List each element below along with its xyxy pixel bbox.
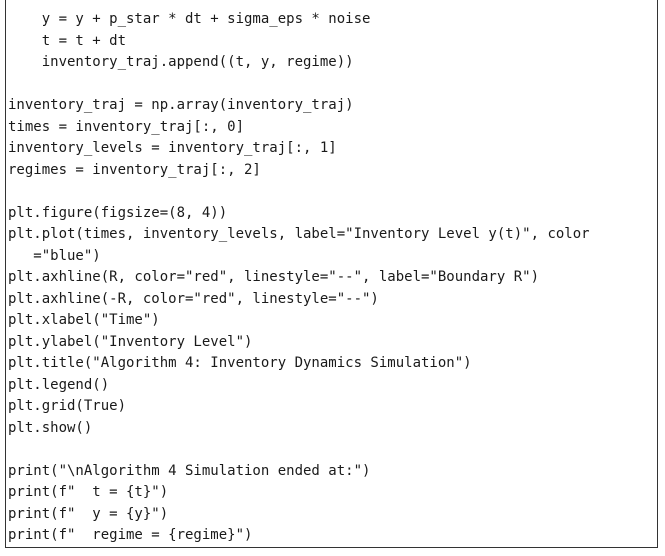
code-line-blank xyxy=(8,439,590,461)
code-line: times = inventory_traj[:, 0] xyxy=(8,118,245,135)
code-block: y = y + p_star * dt + sigma_eps * noise … xyxy=(8,9,590,547)
code-line: plt.figure(figsize=(8, 4)) xyxy=(8,204,228,221)
code-line: print(f" y = {y}") xyxy=(8,505,169,522)
code-line: print(f" regime = {regime}") xyxy=(8,527,253,543)
code-line: print("\nAlgorithm 4 Simulation ended at… xyxy=(8,462,371,479)
code-line: plt.axhline(-R, color="red", linestyle="… xyxy=(8,290,379,307)
code-line: inventory_levels = inventory_traj[:, 1] xyxy=(8,140,337,156)
code-line: regimes = inventory_traj[:, 2] xyxy=(8,161,261,178)
code-line: plt.title("Algorithm 4: Inventory Dynami… xyxy=(8,355,472,371)
code-line: inventory_traj.append((t, y, regime)) xyxy=(8,54,354,70)
code-line: plt.show() xyxy=(8,419,93,436)
code-line: print(f" t = {t}") xyxy=(8,484,169,500)
code-line: plt.axhline(R, color="red", linestyle="-… xyxy=(8,269,540,285)
code-listing-frame: y = y + p_star * dt + sigma_eps * noise … xyxy=(5,0,658,548)
code-line: plt.legend() xyxy=(8,376,110,393)
code-line-blank xyxy=(8,74,590,96)
code-line: plt.xlabel("Time") xyxy=(8,312,160,328)
code-line: y = y + p_star * dt + sigma_eps * noise xyxy=(8,11,371,27)
code-line-continuation: ="blue") xyxy=(8,247,101,264)
code-line: plt.grid(True) xyxy=(8,398,127,414)
code-line-blank xyxy=(8,181,590,203)
code-line: plt.ylabel("Inventory Level") xyxy=(8,333,253,350)
code-line: inventory_traj = np.array(inventory_traj… xyxy=(8,97,354,113)
code-line: t = t + dt xyxy=(8,32,127,49)
code-line: plt.plot(times, inventory_levels, label=… xyxy=(8,226,590,242)
